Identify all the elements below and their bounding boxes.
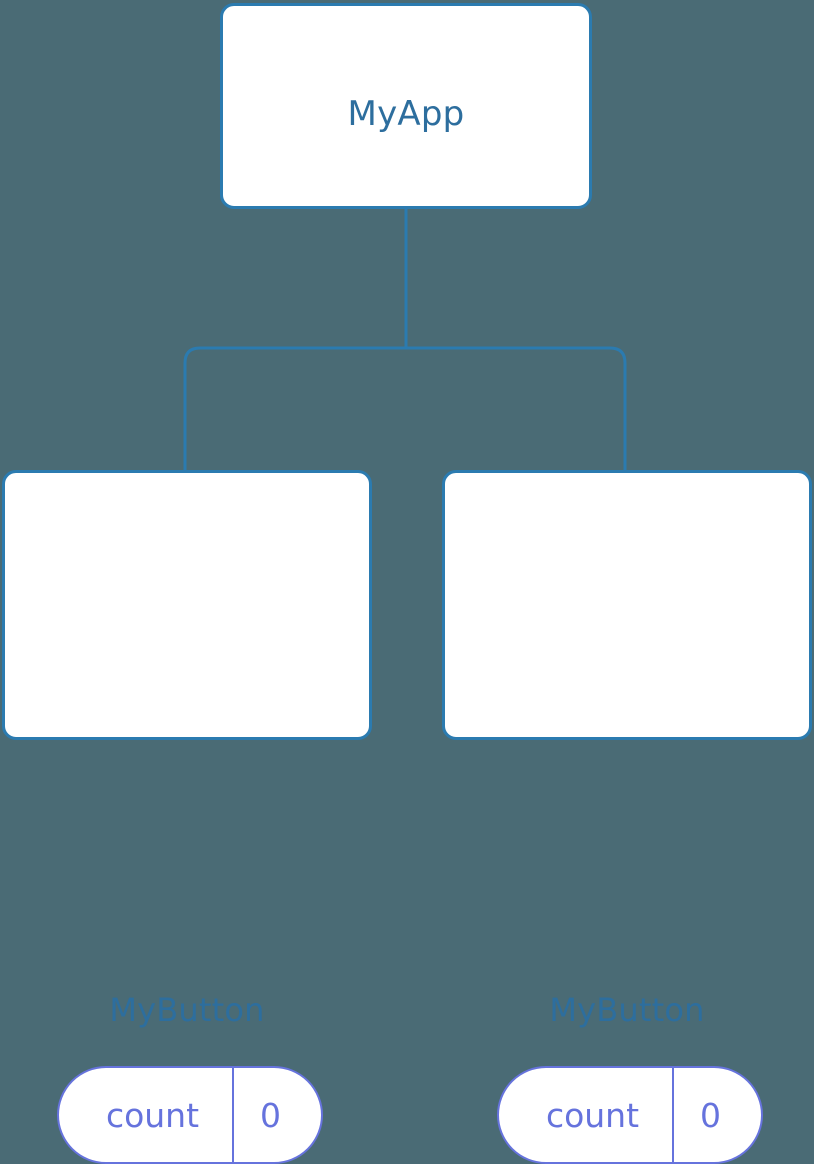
tree-node-mybutton-0[interactable]: MyButton count 0 [2,470,372,1164]
tree-node-myapp[interactable]: MyApp [220,3,592,209]
tree-node-title: MyApp [347,94,465,134]
state-pill-value: 0 [700,1095,721,1135]
state-pill[interactable]: count 0 [57,1066,323,1164]
component-tree-canvas: MyApp MyButton count 0 MyButton count 0 [2,3,812,1164]
state-pill-key: count [545,1095,640,1135]
state-pill[interactable]: count 0 [497,1066,763,1164]
tree-node-mybutton-1[interactable]: MyButton count 0 [442,470,812,1164]
tree-node-title: MyButton [109,991,265,1029]
edge-root-to-child-0 [183,346,406,470]
state-pill-value: 0 [260,1095,281,1135]
edge-root-to-child-1 [406,346,627,470]
state-pill-key: count [105,1095,200,1135]
tree-node-title: MyButton [549,991,705,1029]
